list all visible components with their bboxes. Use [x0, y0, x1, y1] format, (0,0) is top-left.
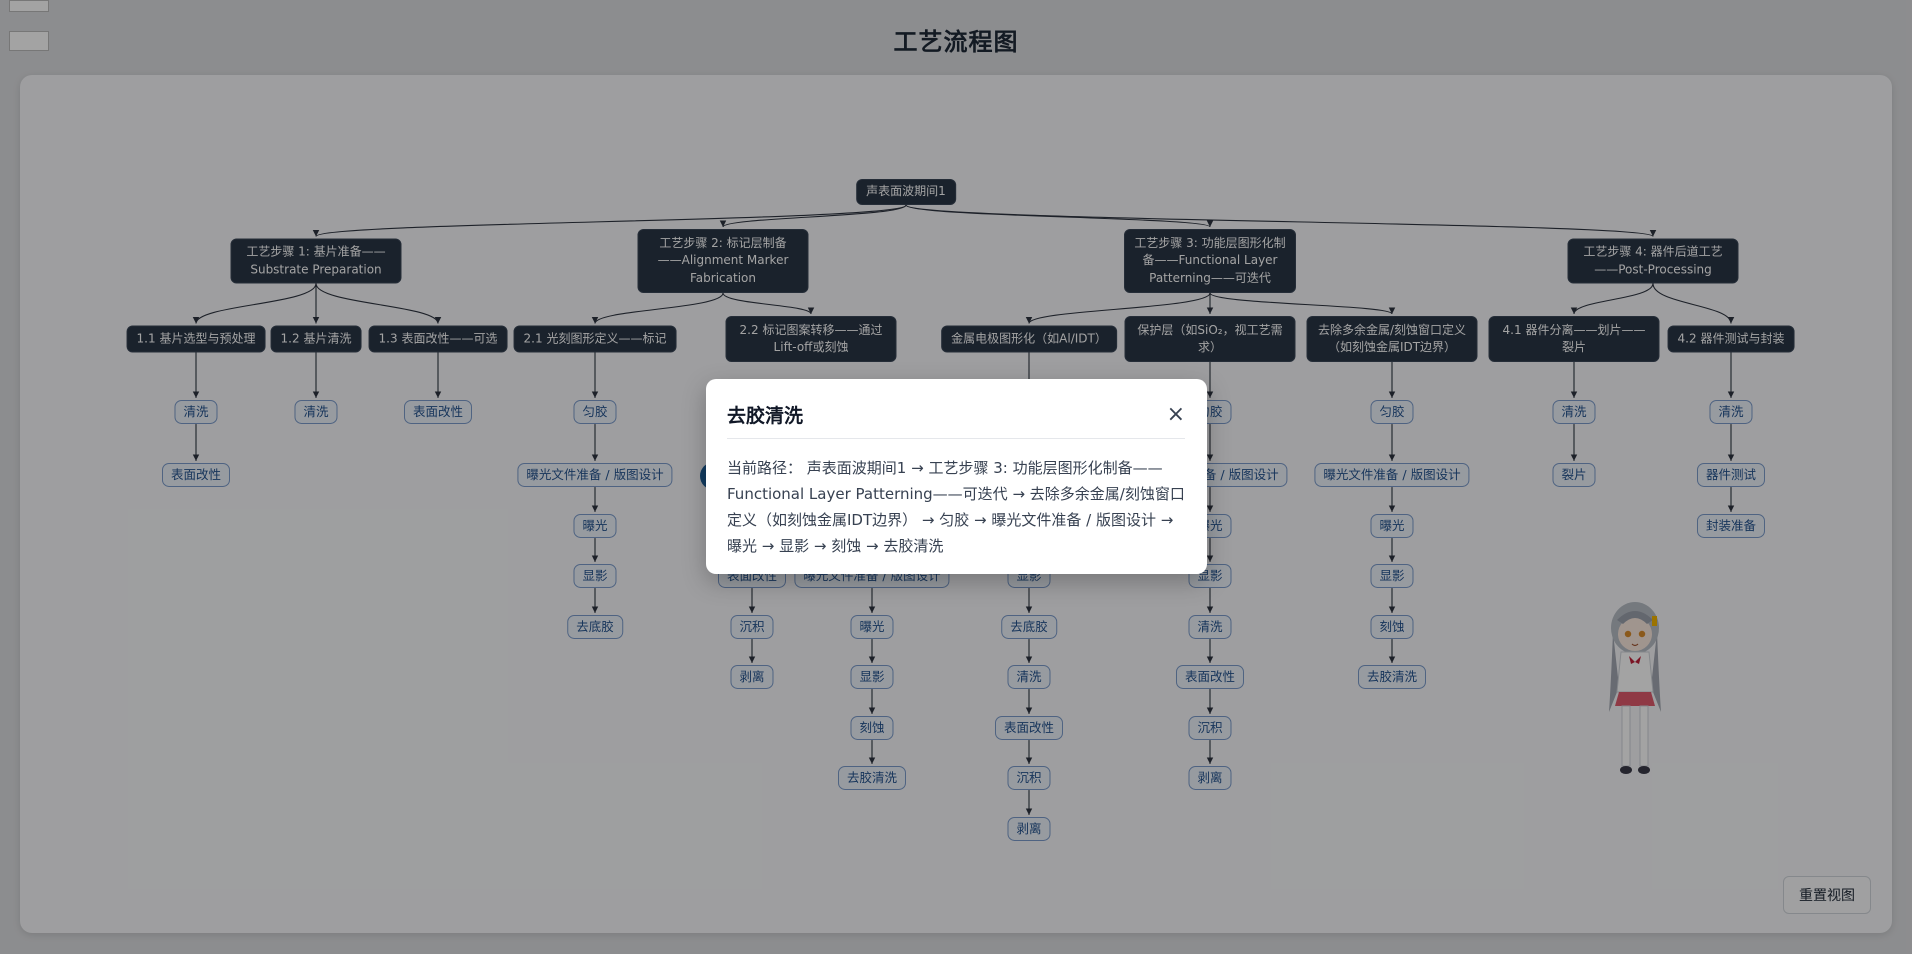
op-3-3-5[interactable]: 刻蚀	[1370, 614, 1414, 640]
modal-title: 去胶清洗	[727, 405, 804, 427]
op-4-2-1[interactable]: 清洗	[1709, 399, 1753, 425]
op-2-2-r2[interactable]: 曝光	[850, 614, 894, 640]
root-node[interactable]: 声表面波期间1	[856, 179, 956, 205]
op-2-2-r4[interactable]: 刻蚀	[850, 715, 894, 741]
op-4-2-2[interactable]: 器件测试	[1696, 462, 1766, 488]
step-node-4[interactable]: 工艺步骤 4: 器件后道工艺——Post-Processing	[1567, 238, 1739, 284]
op-4-2-3[interactable]: 封装准备	[1696, 513, 1766, 539]
edge	[905, 204, 1656, 238]
op-1-3-1[interactable]: 表面改性	[403, 399, 473, 425]
op-3-2-8[interactable]: 剥离	[1188, 765, 1232, 791]
op-2-2-l2[interactable]: 沉积	[730, 614, 774, 640]
op-2-1-2[interactable]: 曝光文件准备 / 版图设计	[517, 462, 673, 488]
op-3-3-1[interactable]: 匀胶	[1370, 399, 1414, 425]
op-2-2-l3[interactable]: 剥离	[730, 664, 774, 690]
op-3-2-4[interactable]: 显影	[1188, 563, 1232, 589]
substep-4-1[interactable]: 4.1 器件分离——划片——裂片	[1488, 316, 1660, 362]
op-3-2-7[interactable]: 沉积	[1188, 715, 1232, 741]
op-3-1-6[interactable]: 剥离	[1007, 816, 1051, 842]
substep-2-2[interactable]: 2.2 标记图案转移——通过Lift-off或刻蚀	[725, 316, 897, 362]
node-detail-modal: 去胶清洗 × 当前路径： 声表面波期间1 → 工艺步骤 3: 功能层图形化制备—…	[706, 379, 1207, 574]
edge	[192, 283, 317, 324]
edge	[719, 204, 907, 228]
modal-header: 去胶清洗 ×	[727, 401, 1185, 439]
op-3-1-2[interactable]: 去底胶	[1001, 614, 1057, 640]
modal-body: 当前路径： 声表面波期间1 → 工艺步骤 3: 功能层图形化制备——Functi…	[727, 455, 1185, 559]
op-2-2-r5[interactable]: 去胶清洗	[837, 765, 907, 791]
op-3-3-3[interactable]: 曝光	[1370, 513, 1414, 539]
op-3-3-2[interactable]: 曝光文件准备 / 版图设计	[1314, 462, 1470, 488]
path-label: 当前路径：	[727, 459, 803, 477]
mascot-image	[1595, 592, 1675, 792]
page-title: 工艺流程图	[893, 28, 1019, 56]
op-3-1-4[interactable]: 表面改性	[994, 715, 1064, 741]
op-2-2-r3[interactable]: 显影	[850, 664, 894, 690]
op-4-1-2[interactable]: 裂片	[1552, 462, 1596, 488]
op-3-2-6[interactable]: 表面改性	[1175, 664, 1245, 690]
substep-1-2[interactable]: 1.2 基片清洗	[270, 325, 362, 353]
edge	[312, 204, 907, 238]
op-2-1-4[interactable]: 显影	[573, 563, 617, 589]
edge	[591, 292, 724, 324]
op-4-1-1[interactable]: 清洗	[1552, 399, 1596, 425]
substep-4-2[interactable]: 4.2 器件测试与封装	[1667, 325, 1795, 353]
step-node-3[interactable]: 工艺步骤 3: 功能层图形化制备——Functional Layer Patte…	[1124, 229, 1296, 293]
op-1-1-2[interactable]: 表面改性	[161, 462, 231, 488]
substep-2-1[interactable]: 2.1 光刻图形定义——标记	[513, 325, 677, 353]
op-3-1-5[interactable]: 沉积	[1007, 765, 1051, 791]
edge	[722, 292, 815, 315]
step-node-2[interactable]: 工艺步骤 2: 标记层制备——Alignment Marker Fabricat…	[637, 229, 809, 293]
op-1-2-1[interactable]: 清洗	[294, 399, 338, 425]
edge	[1025, 292, 1211, 325]
op-2-1-5[interactable]: 去底胶	[567, 614, 623, 640]
op-3-3-4[interactable]: 显影	[1370, 563, 1414, 589]
op-2-1-3[interactable]: 曝光	[573, 513, 617, 539]
current-path-text: 声表面波期间1 → 工艺步骤 3: 功能层图形化制备——Functional L…	[727, 459, 1185, 555]
reset-view-button[interactable]: 重置视图	[1783, 876, 1871, 914]
op-3-1-3[interactable]: 清洗	[1007, 664, 1051, 690]
thumbnail-1[interactable]	[9, 0, 49, 12]
substep-3-2[interactable]: 保护层（如SiO₂，视工艺需求）	[1124, 316, 1296, 362]
thumbnail-2[interactable]	[9, 31, 49, 51]
step-node-1[interactable]: 工艺步骤 1: 基片准备——Substrate Preparation	[230, 238, 402, 284]
op-2-1-1[interactable]: 匀胶	[573, 399, 617, 425]
substep-3-1[interactable]: 金属电极图形化（如Al/IDT）	[941, 325, 1117, 353]
edge	[1570, 283, 1654, 315]
close-icon[interactable]: ×	[1166, 401, 1185, 427]
edge	[1652, 283, 1735, 324]
substep-3-3[interactable]: 去除多余金属/刻蚀窗口定义（如刻蚀金属IDT边界）	[1306, 316, 1478, 362]
op-3-3-6[interactable]: 去胶清洗	[1357, 664, 1427, 690]
edge	[1209, 292, 1396, 315]
op-1-1-1[interactable]: 清洗	[174, 399, 218, 425]
edge	[315, 283, 442, 324]
op-3-2-5[interactable]: 清洗	[1188, 614, 1232, 640]
substep-1-3[interactable]: 1.3 表面改性——可选	[368, 325, 508, 353]
substep-1-1[interactable]: 1.1 基片选型与预处理	[126, 325, 266, 353]
